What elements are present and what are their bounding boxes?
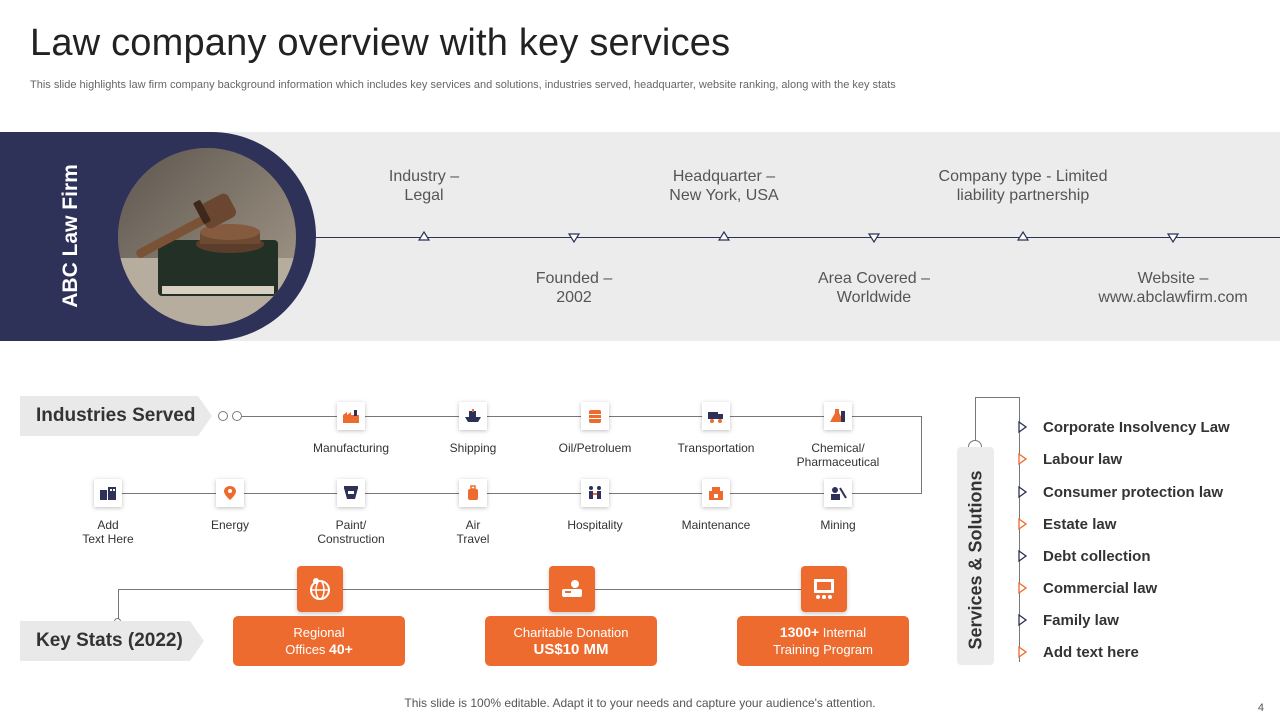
service-item: Debt collection: [1043, 548, 1151, 565]
service-item: Family law: [1043, 612, 1119, 629]
industries-heading: Industries Served: [20, 396, 212, 436]
chevron-right-icon: [1018, 614, 1027, 626]
page-title: Law company overview with key services: [30, 22, 731, 64]
truck-icon: [702, 402, 730, 430]
connector-ring: [218, 411, 228, 421]
training-board-icon: [801, 566, 847, 612]
timeline-marker-down: [868, 233, 880, 243]
stat-regional-offices: Regional Offices 40+: [233, 616, 405, 666]
service-item: Estate law: [1043, 516, 1117, 533]
industry-label: Energy: [210, 518, 250, 532]
industries-line-bottom: [108, 493, 922, 494]
service-item: Commercial law: [1043, 580, 1158, 597]
service-item: Consumer protection law: [1043, 484, 1224, 501]
timeline-marker-up: [1017, 231, 1029, 241]
industry-label: Hospitality: [567, 518, 623, 532]
hospitality-icon: [581, 479, 609, 507]
energy-pin-icon: [216, 479, 244, 507]
services-line: [1019, 397, 1020, 662]
chevron-right-icon: [1018, 453, 1027, 465]
oil-barrel-icon: [581, 402, 609, 430]
industry-label: Mining: [820, 518, 856, 532]
timeline-marker-up: [718, 231, 730, 241]
stat-charitable-donation: Charitable Donation US$10 MM: [485, 616, 657, 666]
gavel-photo: [118, 148, 296, 326]
chevron-right-icon: [1018, 486, 1027, 498]
globe-pin-icon: [297, 566, 343, 612]
page-number: 4: [1257, 702, 1264, 714]
industry-label: Chemical/ Pharmaceutical: [796, 441, 880, 469]
service-item: Add text here: [1043, 644, 1139, 661]
info-website: Website –www.abclawfirm.com: [1098, 270, 1248, 306]
mining-icon: [824, 479, 852, 507]
luggage-icon: [459, 479, 487, 507]
timeline-marker-down: [1167, 233, 1179, 243]
key-stats-line: [118, 589, 828, 590]
info-area-covered: Area Covered –Worldwide: [817, 270, 931, 306]
page-subtitle: This slide highlights law firm company b…: [30, 79, 896, 91]
services-heading: Services & Solutions: [965, 470, 986, 650]
chevron-right-icon: [1018, 582, 1027, 594]
industry-label: Transportation: [677, 441, 755, 455]
chemical-flask-icon: [824, 402, 852, 430]
chevron-right-icon: [1018, 550, 1027, 562]
industry-label: Manufacturing: [312, 441, 390, 455]
firm-name: ABC Law Firm: [59, 164, 82, 308]
timeline-marker-up: [418, 231, 430, 241]
ship-icon: [459, 402, 487, 430]
info-headquarter: Headquarter –New York, USA: [669, 168, 779, 204]
industry-label: Oil/Petroluem: [558, 441, 632, 455]
footer-note: This slide is 100% editable. Adapt it to…: [404, 696, 876, 710]
timeline-line: [310, 237, 1280, 238]
maintenance-icon: [702, 479, 730, 507]
industry-label: Shipping: [449, 441, 497, 455]
industries-line-right: [921, 416, 922, 493]
timeline-marker-down: [568, 233, 580, 243]
chevron-right-icon: [1018, 421, 1027, 433]
industry-label: Add Text Here: [82, 518, 134, 546]
donation-icon: [549, 566, 595, 612]
industry-label: Air Travel: [456, 518, 490, 546]
industry-label: Maintenance: [681, 518, 751, 532]
connector-ring: [232, 411, 242, 421]
services-bracket-top: [975, 397, 1020, 398]
chevron-right-icon: [1018, 646, 1027, 658]
stat-training-program: 1300+ Internal Training Program: [737, 616, 909, 666]
info-founded: Founded –2002: [535, 270, 613, 306]
gavel-icon: [118, 148, 296, 326]
buildings-icon: [94, 479, 122, 507]
service-item: Corporate Insolvency Law: [1043, 419, 1230, 436]
services-bracket-left: [975, 397, 976, 441]
service-item: Labour law: [1043, 451, 1123, 468]
info-industry: Industry –Legal: [388, 168, 460, 204]
services-panel: [957, 447, 994, 665]
industry-label: Paint/ Construction: [317, 518, 385, 546]
factory-icon: [337, 402, 365, 430]
key-stats-heading: Key Stats (2022): [20, 621, 204, 661]
chevron-right-icon: [1018, 518, 1027, 530]
paint-bucket-icon: [337, 479, 365, 507]
key-stats-line-left: [118, 589, 119, 621]
